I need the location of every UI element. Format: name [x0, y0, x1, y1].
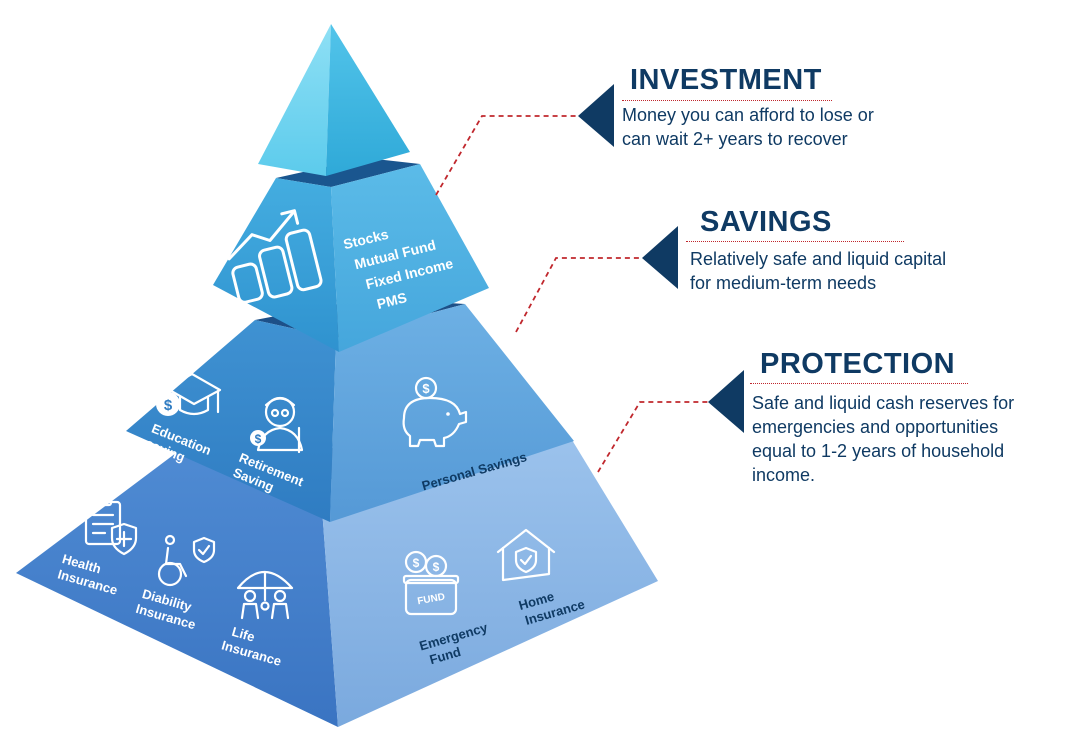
description-line: Relatively safe and liquid capital	[690, 249, 947, 269]
description-line: emergencies and opportunities	[752, 417, 999, 437]
description-line: Money you can afford to lose or	[622, 105, 874, 125]
elderly-person-icon: $	[250, 396, 304, 454]
description-line: equal to 1-2 years of household	[752, 441, 1005, 461]
investment-connector-line	[435, 115, 578, 196]
health-clipboard-icon	[84, 496, 138, 556]
savings-description: Relatively safe and liquid capital for m…	[690, 247, 946, 295]
svg-text:$: $	[255, 432, 262, 446]
investment-title: INVESTMENT	[630, 64, 822, 96]
tier-left-face	[213, 178, 339, 352]
fund-jar-label: FUND	[417, 592, 446, 608]
savings-connector-line	[515, 257, 642, 333]
tier-left-face	[16, 450, 338, 727]
protection-pointer-icon	[708, 370, 744, 433]
svg-text:$: $	[422, 381, 430, 396]
house-shield-icon	[496, 528, 556, 582]
description-line: can wait 2+ years to recover	[622, 129, 848, 149]
wheelchair-shield-icon	[157, 534, 216, 587]
tier-right-face	[331, 164, 489, 352]
apex-left-face	[258, 24, 331, 176]
pyramid-apex	[258, 24, 410, 176]
protection-connector-line	[597, 401, 708, 473]
piggy-bank-icon: $	[402, 376, 468, 448]
graduation-cap-dollar-icon: $	[156, 372, 222, 416]
investment-description: Money you can afford to lose or can wait…	[622, 103, 874, 151]
tier-right-face	[320, 440, 658, 727]
savings-title-underline	[686, 241, 904, 242]
tier-left-face	[126, 320, 336, 522]
description-line: for medium-term needs	[690, 273, 877, 293]
investment-pointer-icon	[578, 84, 614, 147]
protection-title-underline	[750, 383, 968, 384]
investment-item: PMS	[375, 289, 408, 312]
protection-title: PROTECTION	[760, 348, 956, 380]
svg-text:$: $	[433, 560, 440, 574]
fund-jar-icon: $ $ FUND	[402, 550, 460, 616]
savings-pointer-icon	[642, 226, 678, 289]
tier-top-face	[276, 158, 420, 187]
savings-title: SAVINGS	[700, 206, 832, 238]
family-umbrella-icon	[236, 570, 294, 620]
protection-item-line: Life	[230, 624, 256, 645]
svg-text:$: $	[413, 556, 420, 570]
apex-right-face	[326, 24, 410, 176]
investment-title-underline	[622, 100, 832, 101]
description-line: Safe and liquid cash reserves for	[752, 393, 1015, 413]
svg-text:$: $	[164, 397, 173, 414]
pyramid-tier-investment	[213, 158, 489, 352]
growth-chart-icon	[227, 209, 323, 304]
protection-description: Safe and liquid cash reserves for emerge…	[752, 391, 1014, 487]
tier-right-face	[330, 304, 574, 522]
description-line: income.	[752, 465, 816, 485]
